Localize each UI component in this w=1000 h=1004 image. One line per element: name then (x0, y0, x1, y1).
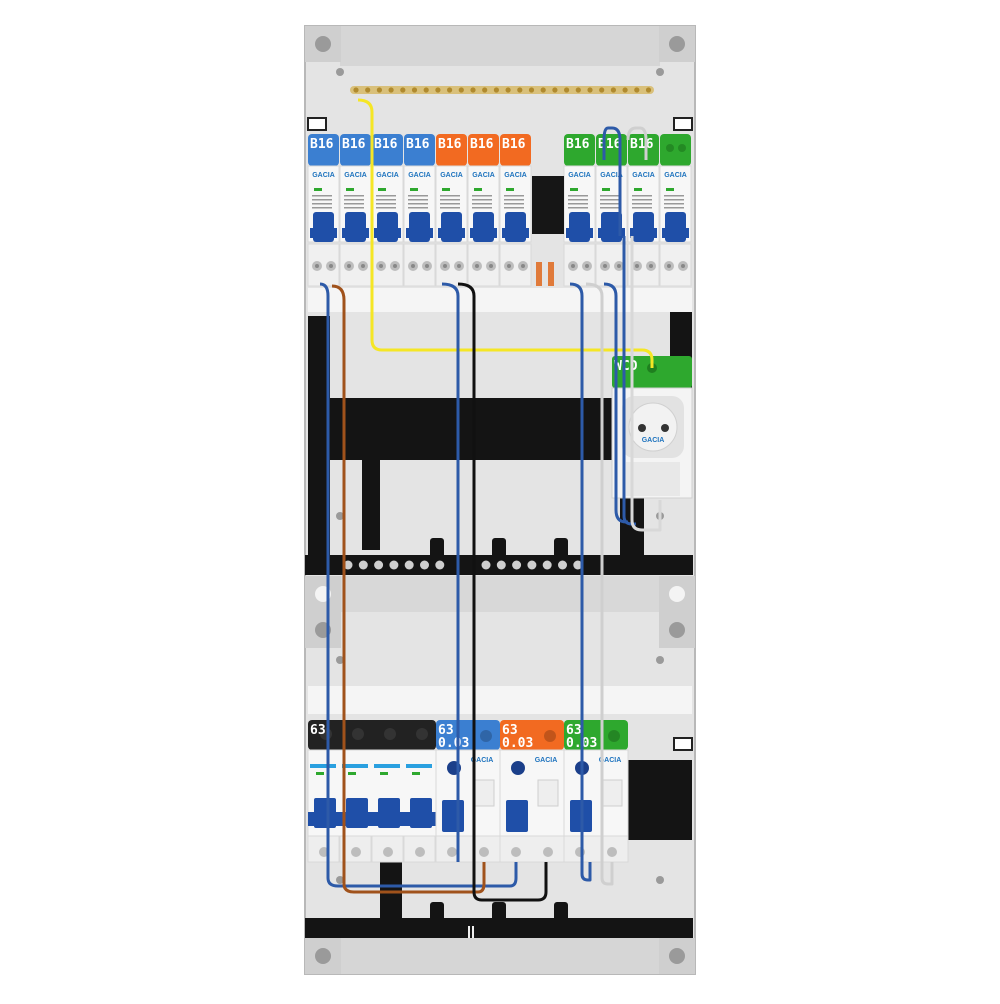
rcd-sensitivity: 0.03 (438, 736, 469, 751)
top-busbar-cover (308, 288, 692, 312)
top-breaker-row: B16GACIAB16GACIAB16GACIAB16GACIAB16GACIA… (307, 134, 692, 287)
wire-grey (585, 282, 614, 886)
wire-blue (602, 126, 622, 236)
terminal-screw (481, 560, 491, 570)
brand-logo: GACIA (599, 757, 622, 764)
brand-logo: GACIA (664, 172, 687, 179)
wiring (319, 98, 662, 902)
brand-logo: GACIA (600, 172, 623, 179)
bottom-cover-strip (340, 934, 660, 974)
mounting-holes (336, 68, 664, 884)
brand-logo: GACIA (632, 172, 655, 179)
rcd-sensitivity: 0.03 (502, 736, 533, 751)
breaker-rating: B16 (374, 137, 398, 152)
breaker-rating: B16 (566, 137, 590, 152)
brand-logo: GACIA (408, 172, 431, 179)
rcd-rating: 63 (566, 723, 582, 738)
rcd-lever[interactable] (442, 800, 464, 832)
wire-grey (626, 126, 648, 160)
breaker-green[interactable]: GACIA (659, 134, 692, 287)
rail-clip (307, 117, 327, 131)
breaker-rating: B16 (342, 137, 366, 152)
breaker-rating: B16 (406, 137, 430, 152)
breaker-rating: B16 (630, 137, 654, 152)
socket-label: WCD (614, 359, 638, 374)
top-cover-strip (340, 26, 660, 66)
rcd-rating: 63 (438, 723, 454, 738)
wire-brown (331, 284, 486, 894)
brand-logo: GACIA (376, 172, 399, 179)
brand-logo: GACIA (440, 172, 463, 179)
breaker-rating: B16 (470, 137, 494, 152)
breaker-rating: B16 (438, 137, 462, 152)
socket-brand: GACIA (642, 437, 665, 444)
breaker-rating: B16 (598, 137, 622, 152)
busbar-link (536, 262, 542, 286)
blank-module (532, 176, 564, 234)
brand-logo: GACIA (568, 172, 591, 179)
wire-blue (569, 282, 592, 882)
terminal-screw (343, 560, 353, 570)
breaker-rating: B16 (310, 137, 334, 152)
wire-blue (319, 282, 518, 888)
terminal-screw (512, 560, 522, 570)
terminal-screw (420, 560, 429, 570)
wire-black (457, 282, 548, 902)
wire-blue (441, 282, 460, 862)
terminal-screw (358, 560, 368, 570)
terminal-screw (527, 560, 537, 570)
bottom-rail-marks (468, 926, 474, 938)
brand-logo: GACIA (471, 757, 494, 764)
terminal-screw (404, 560, 414, 570)
terminal-screw (496, 560, 506, 570)
middle-cover-strip (340, 576, 660, 612)
ground-terminal-icon (350, 86, 654, 94)
terminal-screw (542, 560, 552, 570)
brand-logo: GACIA (472, 172, 495, 179)
wire-yellow-ground (357, 98, 654, 368)
terminal-screw (573, 560, 583, 570)
main-switch-rating: 63 (310, 723, 326, 738)
rcd-lever[interactable] (506, 800, 528, 832)
terminal-screw (435, 560, 445, 570)
brand-logo: GACIA (504, 172, 527, 179)
mounting-screw-icon (305, 26, 695, 974)
terminal-screw (558, 560, 567, 570)
terminal-screw (389, 560, 399, 570)
brand-logo: GACIA (344, 172, 367, 179)
brand-logo: GACIA (535, 757, 558, 764)
busbar-link (548, 262, 554, 286)
rail-clip (673, 737, 693, 751)
rcd-rating: 63 (502, 723, 518, 738)
rail-clip (673, 117, 693, 131)
test-button[interactable] (511, 761, 525, 775)
bottom-busbar-cover (308, 686, 692, 714)
neutral-bar (343, 560, 583, 570)
brand-logo: GACIA (312, 172, 335, 179)
breaker-rating: B16 (502, 137, 526, 152)
terminal-screw (374, 560, 384, 570)
